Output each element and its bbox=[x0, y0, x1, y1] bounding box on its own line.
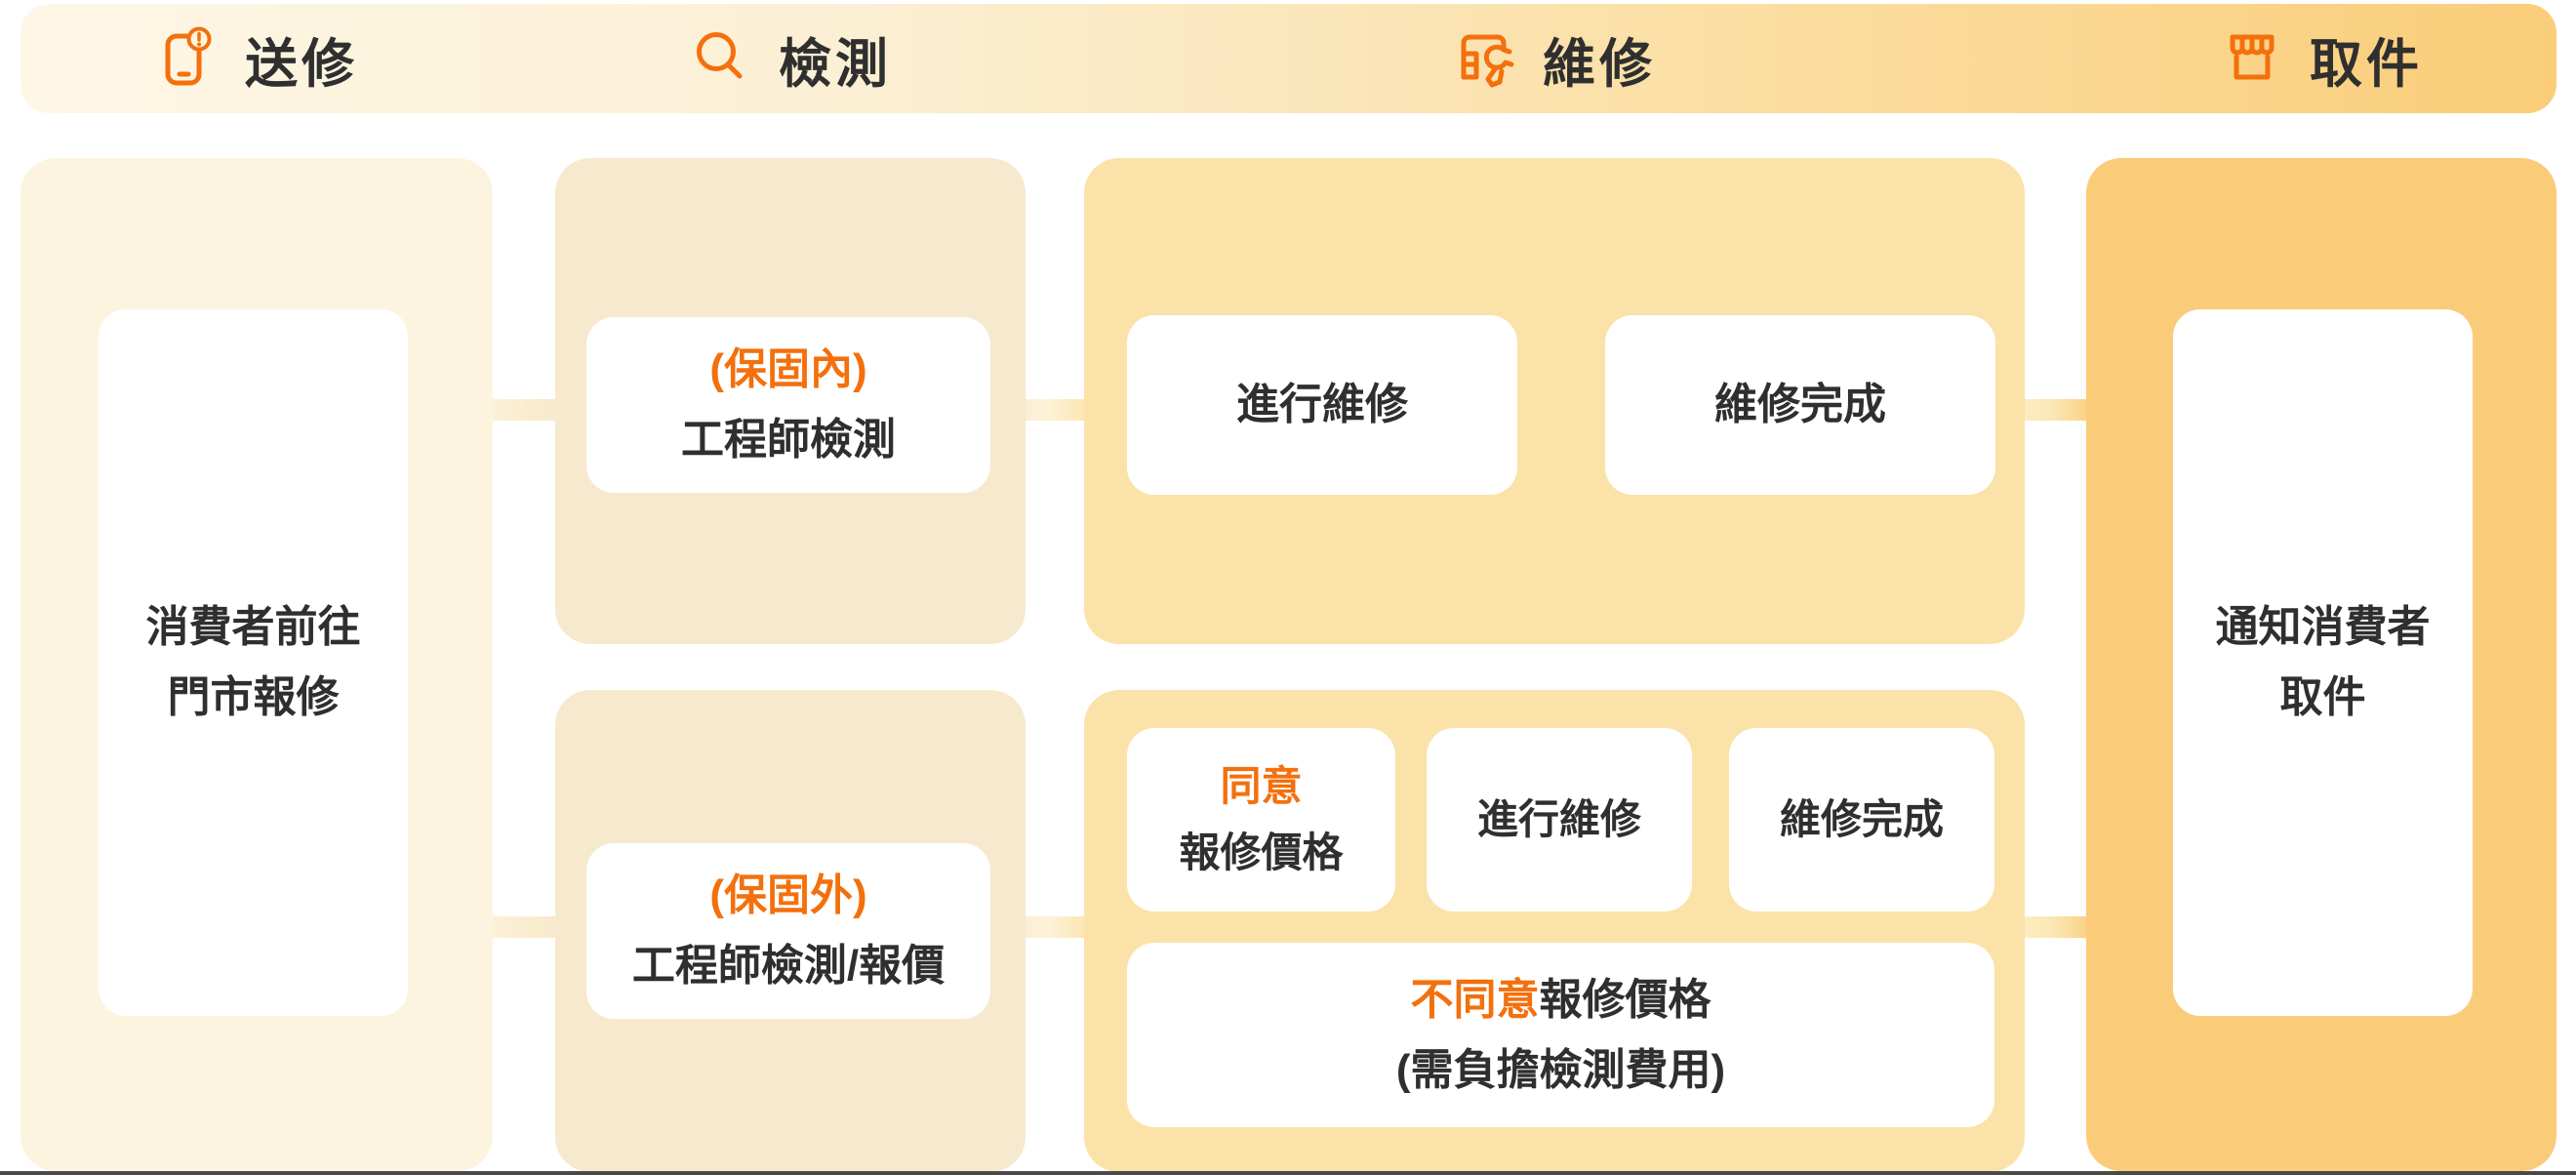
connector-repair-to-pickup-bottom bbox=[2013, 916, 2099, 938]
search-icon bbox=[689, 26, 753, 91]
stage-pickup-label: 取件 bbox=[2310, 34, 2423, 94]
card-in-warranty-tag: (保固內) bbox=[709, 345, 867, 393]
card-disagree-price: 不同意報修價格 (需負擔檢測費用) bbox=[1127, 943, 1994, 1127]
card-repair-complete-2-text: 維修完成 bbox=[1779, 796, 1944, 842]
stage-repair-label: 維修 bbox=[1543, 34, 1656, 94]
connector-outwarranty-to-repair bbox=[1015, 916, 1097, 938]
card-repair-in-progress: 進行維修 bbox=[1127, 315, 1517, 495]
card-notify-pickup-line1: 通知消費者 bbox=[2215, 603, 2431, 651]
card-out-warranty-inspection: (保固外) 工程師檢測/報價 bbox=[586, 843, 990, 1019]
card-out-warranty-text: 工程師檢測/報價 bbox=[631, 942, 946, 990]
connector-inwarranty-to-repair bbox=[1015, 399, 1097, 421]
connector-submit-to-outwarranty bbox=[482, 916, 568, 938]
card-notify-pickup-line2: 取件 bbox=[2279, 673, 2366, 721]
card-repair-in-progress-2-text: 進行維修 bbox=[1476, 796, 1641, 842]
card-customer-visit: 消費者前往 門市報修 bbox=[99, 309, 408, 1016]
card-repair-complete: 維修完成 bbox=[1605, 315, 1995, 495]
stage-inspect-label: 檢測 bbox=[779, 34, 892, 94]
card-in-warranty-inspection: (保固內) 工程師檢測 bbox=[586, 317, 990, 493]
stage-bar: 送修 檢測 維修 bbox=[20, 4, 2556, 113]
card-in-warranty-text: 工程師檢測 bbox=[681, 416, 896, 464]
card-repair-in-progress-text: 進行維修 bbox=[1236, 381, 1408, 428]
stage-inspect: 檢測 bbox=[689, 4, 892, 113]
card-agree-price-text: 報修價格 bbox=[1179, 830, 1344, 875]
connector-submit-to-inwarranty bbox=[482, 399, 568, 421]
card-disagree-price-note: (需負擔檢測費用) bbox=[1395, 1045, 1726, 1094]
stage-submit-label: 送修 bbox=[245, 34, 358, 94]
card-disagree-price-line1: 不同意報修價格 bbox=[1411, 965, 1711, 1035]
storefront-icon bbox=[2220, 26, 2284, 91]
card-customer-visit-line2: 門市報修 bbox=[167, 673, 340, 721]
card-disagree-price-highlight: 不同意 bbox=[1410, 975, 1540, 1024]
device-wrench-icon bbox=[1453, 26, 1517, 91]
card-notify-pickup: 通知消費者 取件 bbox=[2173, 309, 2473, 1016]
card-agree-price: 同意 報修價格 bbox=[1127, 728, 1395, 912]
card-agree-price-highlight: 同意 bbox=[1220, 763, 1303, 809]
stage-repair: 維修 bbox=[1453, 4, 1656, 113]
card-repair-in-progress-2: 進行維修 bbox=[1427, 728, 1692, 912]
card-out-warranty-tag: (保固外) bbox=[709, 871, 867, 919]
card-repair-complete-text: 維修完成 bbox=[1714, 381, 1886, 428]
bottom-edge-line bbox=[0, 1171, 2576, 1175]
card-customer-visit-line1: 消費者前往 bbox=[145, 603, 361, 651]
stage-submit: 送修 bbox=[155, 4, 358, 113]
card-disagree-price-text: 報修價格 bbox=[1539, 975, 1711, 1024]
phone-alert-icon bbox=[155, 26, 220, 91]
connector-repair-to-pickup-top bbox=[2013, 399, 2099, 421]
card-repair-complete-2: 維修完成 bbox=[1729, 728, 1994, 912]
stage-pickup: 取件 bbox=[2220, 4, 2423, 113]
